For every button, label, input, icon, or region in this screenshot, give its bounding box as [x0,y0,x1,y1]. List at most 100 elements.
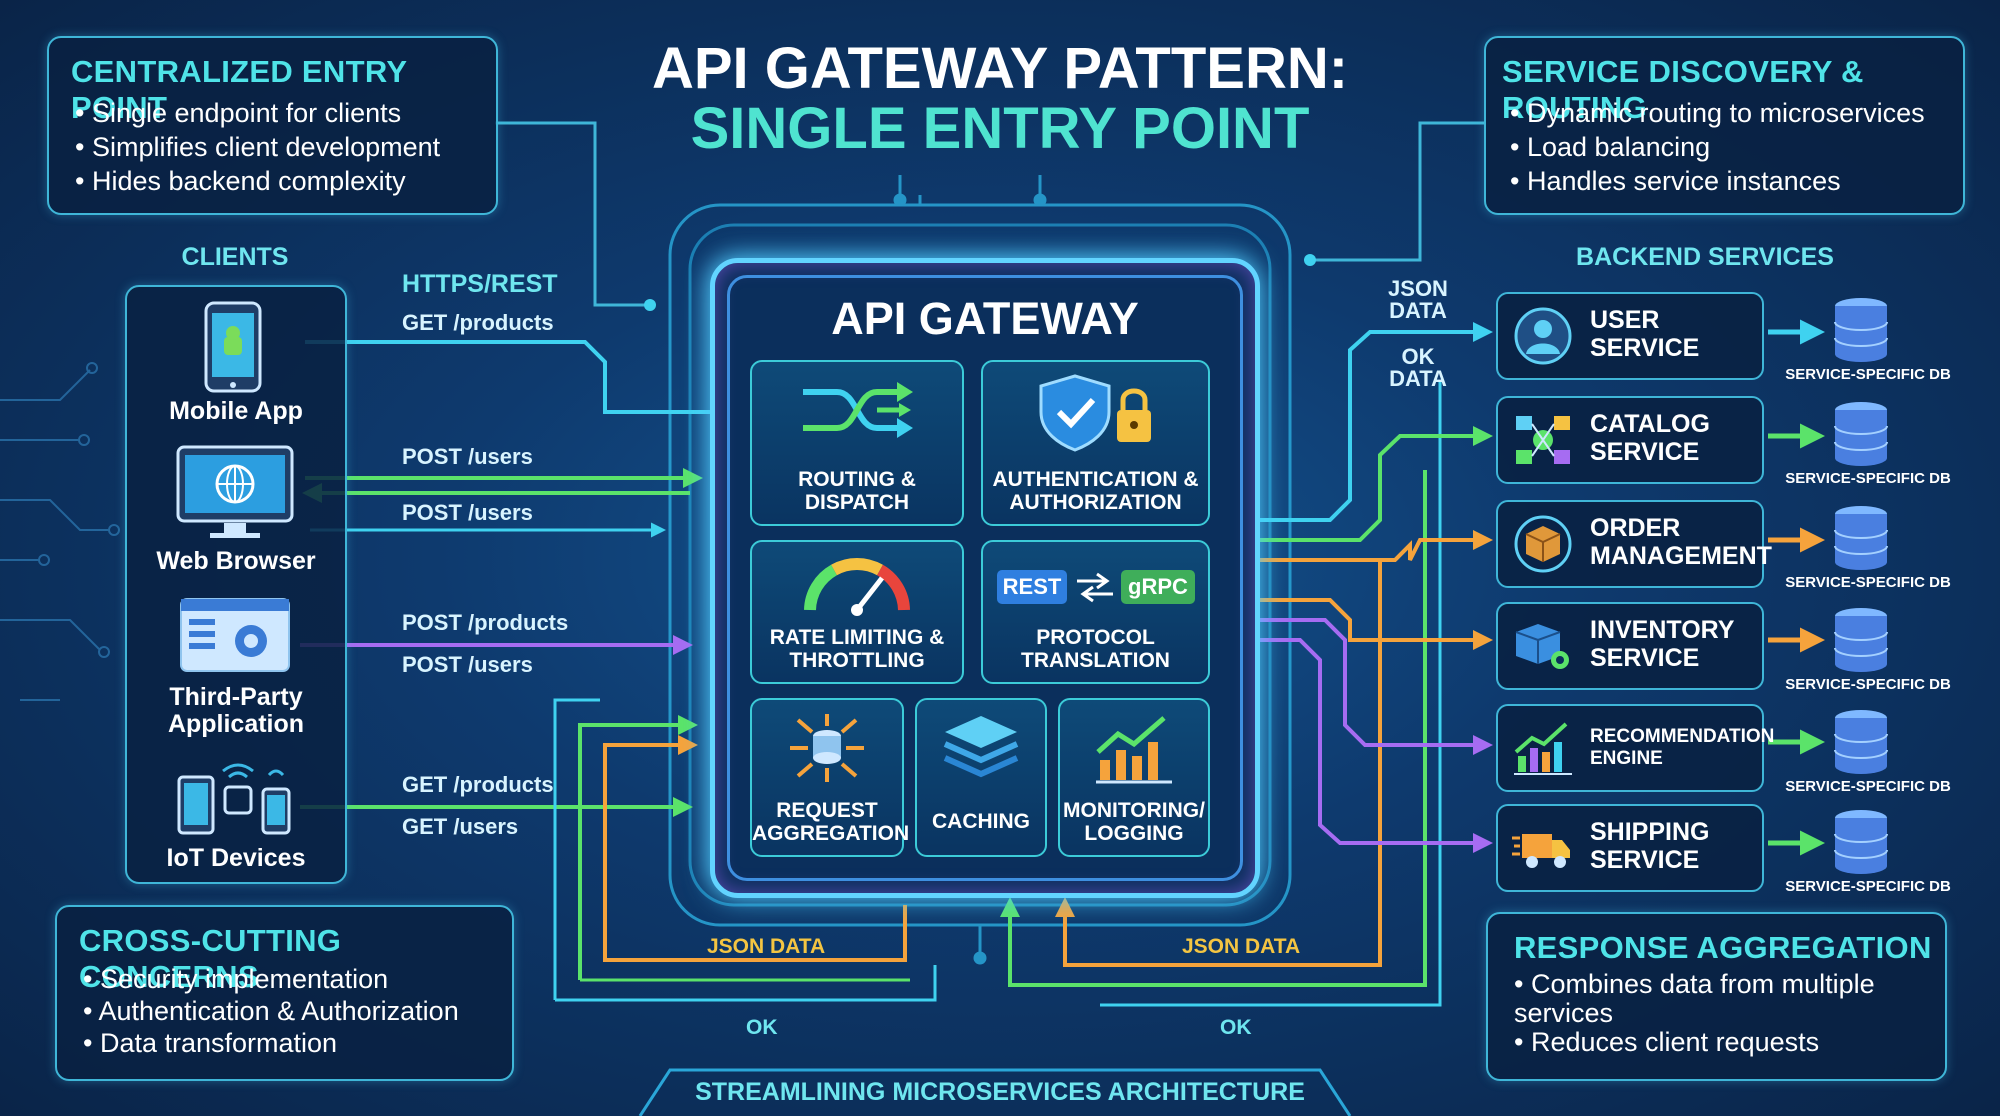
arrow-to-recommendation [1250,618,1493,755]
component-rate-limiting: RATE LIMITING & THROTTLING [750,540,964,684]
backend-services-label: BACKEND SERVICES [1576,243,1834,271]
connector-centralized [495,121,650,307]
speedometer-gauge-icon [804,558,910,616]
list-item: Authentication & Authorization [83,995,458,1027]
service-inventory: INVENTORY SERVICE [1496,602,1764,690]
grpc-badge: gRPC [1121,570,1195,604]
cross-cutting-list: Security implementation Authentication &… [83,963,459,1059]
service-name: RECOMMENDATION ENGINE [1590,726,1775,769]
response-aggregation-box: RESPONSE AGGREGATION Combines data from … [1486,912,1947,1081]
gateway-frame-lines [668,175,1292,965]
arrow-to-shipping-service [1250,638,1493,853]
service-name: ORDER MANAGEMENT [1590,514,1772,570]
api-gateway-container: API GATEWAY ROUTING & DISPATCH AUTHENTIC… [710,258,1260,898]
client-mobile-app: Mobile App [169,397,303,425]
web-browser-icon [176,445,294,538]
label-post-products: POST /products [402,610,569,635]
aggregation-hub-icon [790,714,864,782]
authentication-label: AUTHENTICATION & AUTHORIZATION [992,468,1199,514]
centralized-entry-box: CENTRALIZED ENTRY POINT Single endpoint … [47,36,498,215]
client-web-browser: Web Browser [156,547,316,575]
component-monitoring: MONITORING/ LOGGING [1058,698,1210,857]
label-post-users-1: POST /users [402,444,533,469]
arrow-to-catalog-service [1250,426,1493,542]
response-aggregation-title: RESPONSE AGGREGATION [1514,930,1932,965]
clients-label: CLIENTS [181,243,289,271]
label-get-users: GET /users [402,814,519,839]
label-json-data-left: JSON DATA [707,935,826,958]
connector-discovery [1310,121,1485,262]
circuit-decoration-left [0,362,120,701]
label-ok-right: OK [1220,1016,1252,1039]
database-icon [1834,506,1888,570]
list-item: Load balancing [1510,130,1925,164]
title-line-2: SINGLE ENTRY POINT [690,96,1310,161]
service-name: INVENTORY SERVICE [1590,616,1735,672]
loop-ok-right-cyan [1100,380,1442,1007]
service-user: USER SERVICE [1496,292,1764,380]
centralized-entry-list: Single endpoint for clients Simplifies c… [75,96,440,198]
request-aggregation-label: REQUEST AGGREGATION [752,799,910,845]
arrow-to-user-service [1250,322,1493,522]
user-icon [1514,307,1572,365]
list-item: Data transformation [83,1027,459,1059]
third-party-app-icon [180,598,290,672]
db-label: SERVICE-SPECIFIC DB [1785,470,1951,487]
rest-badge: REST [997,570,1067,604]
label-post-users-3: POST /users [402,652,533,677]
db-label: SERVICE-SPECIFIC DB [1785,778,1951,795]
routing-dispatch-label: ROUTING & DISPATCH [798,468,916,514]
list-item: Dynamic routing to microservices [1510,96,1925,130]
label-get-products-2: GET /products [402,772,554,797]
client-iot-devices: IoT Devices [166,844,306,872]
bar-chart-trend-icon [1096,716,1172,784]
stacked-layers-icon [943,716,1019,778]
clients-panel: Mobile App Web Browser Third-Party Appli… [125,285,347,884]
service-recommendation: RECOMMENDATION ENGINE [1496,704,1774,792]
service-name: USER SERVICE [1590,306,1700,362]
service-discovery-box: SERVICE DISCOVERY & ROUTING Dynamic rout… [1484,36,1965,215]
db-label: SERVICE-SPECIFIC DB [1785,366,1951,383]
label-ok-data-top: OK DATA [1389,344,1447,391]
gateway-inner-border [727,275,1243,881]
database-icon [1834,298,1888,362]
db-label: SERVICE-SPECIFIC DB [1785,574,1951,591]
service-discovery-list: Dynamic routing to microservices Load ba… [1510,96,1925,198]
database-icon [1834,810,1888,874]
loop-ok-bottom-cyan [555,965,937,1002]
shield-lock-icon [1039,374,1151,452]
component-request-aggregation: REQUEST AGGREGATION [750,698,910,857]
footer-tagline: STREAMLINING MICROSERVICES ARCHITECTURE [695,1078,1305,1106]
protocol-https-rest: HTTPS/REST [402,270,558,298]
service-name: CATALOG SERVICE [1590,410,1710,466]
database-icon [1834,608,1888,672]
list-item: Single endpoint for clients [75,96,440,130]
list-item: Security implementation [83,963,459,995]
service-order-management: ORDER MANAGEMENT [1496,500,1772,588]
catalog-network-icon [1516,416,1570,464]
arrow-to-order-management [1250,530,1493,562]
mobile-phone-icon [204,301,262,393]
swap-arrows-icon [1077,572,1113,603]
response-aggregation-list: Combines data from multiple services Red… [1514,970,1934,1057]
list-item: Handles service instances [1510,164,1925,198]
component-protocol-translation: REST gRPC PROTOCOL TRANSLATION [981,540,1210,684]
inventory-box-gear-icon [1515,624,1569,669]
loop-ok-left-cyan [553,698,600,1000]
protocol-translation-label: PROTOCOL TRANSLATION [1021,626,1170,672]
recommendation-chart-icon [1514,722,1572,775]
label-json-data-right: JSON DATA [1182,935,1301,958]
label-get-products: GET /products [402,310,554,335]
list-item: Hides backend complexity [75,164,440,198]
cross-cutting-box: CROSS-CUTTING CONCERNS Security implemen… [55,905,514,1081]
arrow-mobile-to-gateway [305,340,748,422]
client-third-party-application: Third-Party Application [167,683,305,738]
caching-label: CACHING [932,810,1030,833]
database-icon [1834,402,1888,466]
loop-ok-right-green [1000,470,1427,987]
loop-ok-left-green [578,715,698,980]
service-name: SHIPPING SERVICE [1590,818,1710,874]
arrow-to-inventory-service [1250,598,1493,650]
loop-json-left-inner [603,735,907,962]
